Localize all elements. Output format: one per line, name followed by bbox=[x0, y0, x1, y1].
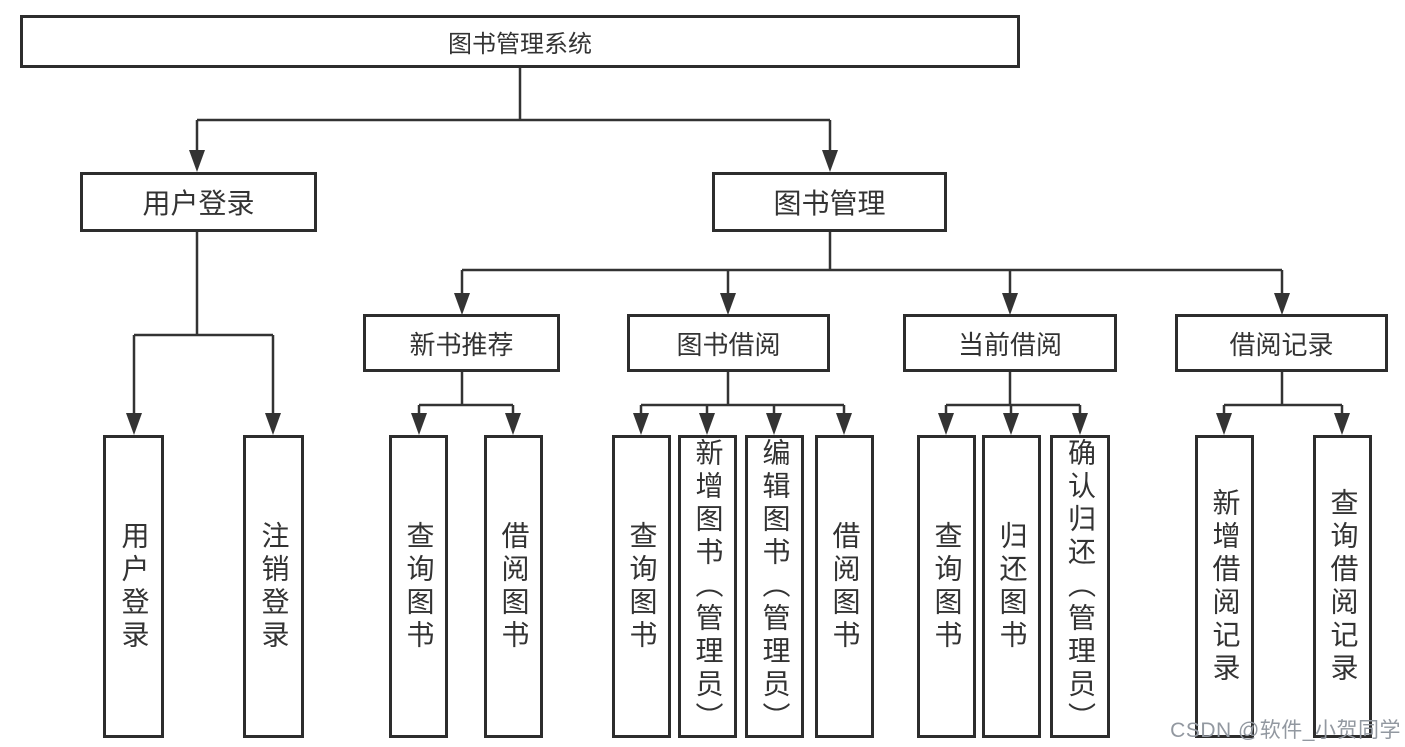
node-label: 新书推荐 bbox=[409, 329, 514, 360]
leaf-label: 新增借阅记录 bbox=[1209, 487, 1241, 686]
node-book-borrowing: 图书借阅 bbox=[627, 314, 830, 372]
leaf-add-book-admin: 新增图书（管理员） bbox=[678, 435, 737, 738]
leaf-label: 用户登录 bbox=[118, 520, 150, 653]
leaf-return-books: 归还图书 bbox=[982, 435, 1041, 738]
leaf-label: 借阅图书 bbox=[829, 520, 861, 653]
node-current-borrowing: 当前借阅 bbox=[903, 314, 1117, 372]
node-label: 借阅记录 bbox=[1229, 329, 1334, 360]
leaf-add-borrow-record: 新增借阅记录 bbox=[1195, 435, 1254, 738]
node-label: 用户登录 bbox=[142, 188, 255, 219]
leaf-query-books-borrow: 查询图书 bbox=[612, 435, 671, 738]
leaf-query-books-recommend: 查询图书 bbox=[389, 435, 448, 738]
leaf-label: 新增图书（管理员） bbox=[692, 438, 724, 735]
leaf-label: 借阅图书 bbox=[498, 520, 530, 653]
leaf-logout: 注销登录 bbox=[243, 435, 304, 738]
leaf-label: 查询图书 bbox=[403, 520, 435, 653]
leaf-user-login: 用户登录 bbox=[103, 435, 164, 738]
leaf-label: 查询借阅记录 bbox=[1327, 487, 1359, 686]
leaf-label: 注销登录 bbox=[258, 520, 290, 653]
node-new-book-recommend: 新书推荐 bbox=[363, 314, 560, 372]
leaf-edit-book-admin: 编辑图书（管理员） bbox=[745, 435, 804, 738]
node-library-system: 图书管理系统 bbox=[20, 15, 1020, 68]
node-label: 图书管理 bbox=[773, 188, 886, 219]
leaf-borrow-books: 借阅图书 bbox=[815, 435, 874, 738]
leaf-borrow-books-recommend: 借阅图书 bbox=[484, 435, 543, 738]
node-user-login: 用户登录 bbox=[80, 172, 317, 232]
leaf-label: 确认归还（管理员） bbox=[1065, 438, 1096, 735]
leaf-label: 编辑图书（管理员） bbox=[759, 438, 791, 735]
node-label: 图书管理系统 bbox=[448, 31, 592, 58]
leaf-label: 查询图书 bbox=[931, 520, 963, 653]
node-label: 图书借阅 bbox=[676, 329, 781, 360]
leaf-query-books-current: 查询图书 bbox=[917, 435, 976, 738]
leaf-query-borrow-record: 查询借阅记录 bbox=[1313, 435, 1372, 738]
leaf-label: 查询图书 bbox=[626, 520, 658, 653]
node-borrowing-records: 借阅记录 bbox=[1175, 314, 1388, 372]
node-label: 当前借阅 bbox=[957, 329, 1062, 360]
node-book-management: 图书管理 bbox=[712, 172, 947, 232]
leaf-confirm-return-admin: 确认归还（管理员） bbox=[1050, 435, 1110, 738]
leaf-label: 归还图书 bbox=[996, 520, 1028, 653]
